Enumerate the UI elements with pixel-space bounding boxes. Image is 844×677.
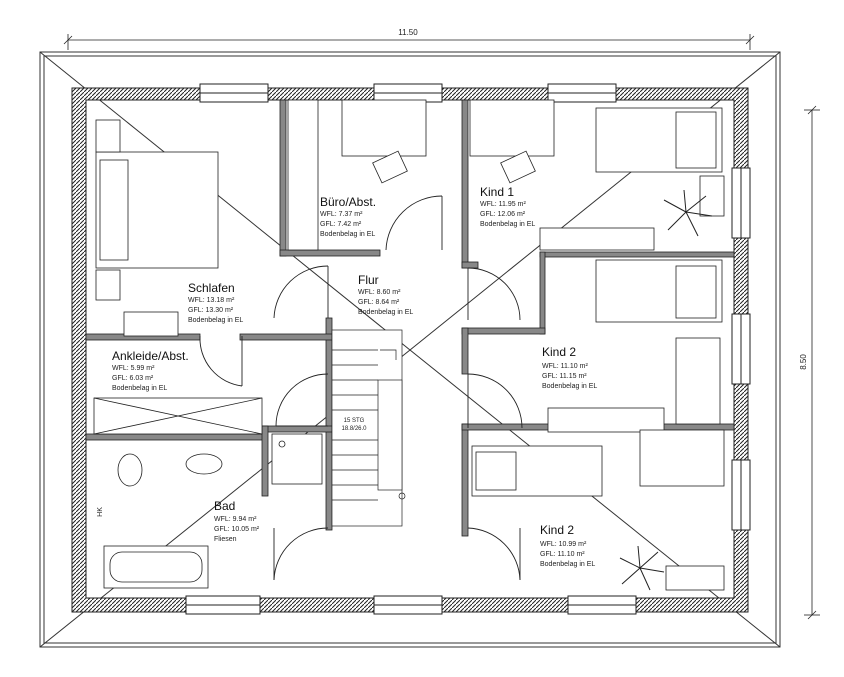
height-dimension-label: 8.50 bbox=[799, 354, 808, 370]
room-wfl: WFL: 9.94 m² bbox=[214, 516, 257, 523]
room-bad: Bad WFL: 9.94 m² GFL: 10.05 m² Fliesen bbox=[214, 499, 260, 543]
furniture bbox=[93, 99, 725, 591]
room-gfl: GFL: 6.03 m² bbox=[112, 375, 154, 382]
room-name: Kind 1 bbox=[480, 185, 514, 199]
room-floor: Bodenbelag in EL bbox=[320, 231, 375, 238]
room-gfl: GFL: 13.30 m² bbox=[188, 307, 234, 314]
room-wfl: WFL: 11.95 m² bbox=[480, 201, 526, 208]
room-gfl: GFL: 10.05 m² bbox=[214, 526, 260, 533]
room-floor: Bodenbelag in EL bbox=[112, 385, 167, 392]
room-kind-2-lower: Kind 2 WFL: 10.99 m² GFL: 11.10 m² Boden… bbox=[540, 523, 595, 568]
room-ankleide: Ankleide/Abst. WFL: 5.99 m² GFL: 6.03 m²… bbox=[112, 349, 189, 392]
room-name: Bad bbox=[214, 499, 235, 513]
room-gfl: GFL: 8.64 m² bbox=[358, 299, 400, 306]
room-floor: Bodenbelag in EL bbox=[540, 561, 595, 568]
room-name: Ankleide/Abst. bbox=[112, 349, 189, 363]
room-gfl: GFL: 11.10 m² bbox=[540, 551, 585, 558]
room-wfl: WFL: 10.99 m² bbox=[540, 541, 587, 548]
stair-ratio-label: 18.8/26.0 bbox=[341, 426, 367, 432]
room-buero: Büro/Abst. WFL: 7.37 m² GFL: 7.42 m² Bod… bbox=[320, 195, 376, 238]
width-dimension-label: 11.50 bbox=[398, 28, 418, 37]
room-gfl: GFL: 11.15 m² bbox=[542, 373, 587, 380]
room-kind-2-upper: Kind 2 WFL: 11.10 m² GFL: 11.15 m² Boden… bbox=[542, 345, 597, 390]
room-wfl: WFL: 13.18 m² bbox=[188, 297, 235, 304]
stair bbox=[331, 329, 406, 527]
stair-steps-label: 15 STG bbox=[344, 418, 365, 424]
room-wfl: WFL: 7.37 m² bbox=[320, 211, 363, 218]
room-wfl: WFL: 8.60 m² bbox=[358, 289, 401, 296]
room-floor: Fliesen bbox=[214, 536, 237, 543]
room-name: Flur bbox=[358, 273, 379, 287]
room-wfl: WFL: 5.99 m² bbox=[112, 365, 155, 372]
heater-label: HK bbox=[97, 507, 104, 517]
room-gfl: GFL: 7.42 m² bbox=[320, 221, 362, 228]
room-schlafen: Schlafen WFL: 13.18 m² GFL: 13.30 m² Bod… bbox=[188, 281, 243, 324]
room-floor: Bodenbelag in EL bbox=[480, 221, 535, 228]
room-floor: Bodenbelag in EL bbox=[188, 317, 243, 324]
room-wfl: WFL: 11.10 m² bbox=[542, 363, 588, 370]
room-flur: Flur WFL: 8.60 m² GFL: 8.64 m² Bodenbela… bbox=[358, 273, 413, 316]
room-name: Büro/Abst. bbox=[320, 195, 376, 209]
room-floor: Bodenbelag in EL bbox=[542, 383, 597, 390]
room-floor: Bodenbelag in EL bbox=[358, 309, 413, 316]
room-name: Kind 2 bbox=[540, 523, 574, 537]
dimension-lines bbox=[63, 34, 820, 620]
windows bbox=[185, 83, 751, 615]
plant-icons bbox=[619, 189, 713, 591]
door-swings bbox=[199, 195, 523, 581]
room-kind-1: Kind 1 WFL: 11.95 m² GFL: 12.06 m² Boden… bbox=[480, 185, 535, 228]
room-name: Kind 2 bbox=[542, 345, 576, 359]
room-name: Schlafen bbox=[188, 281, 235, 295]
room-gfl: GFL: 12.06 m² bbox=[480, 211, 526, 218]
